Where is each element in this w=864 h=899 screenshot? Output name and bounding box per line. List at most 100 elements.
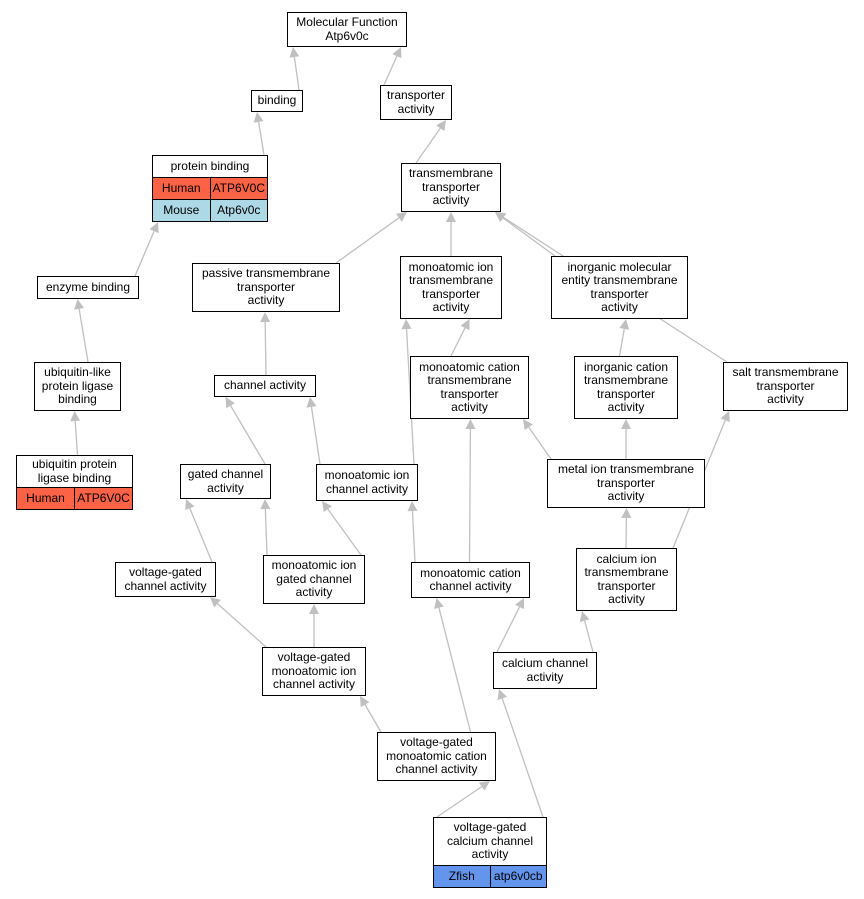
go-term-label: passive transmembrane transporter activi…	[201, 266, 331, 308]
go-term-ion-channel[interactable]: monoatomic ion channel activity	[316, 464, 418, 501]
edge-line	[438, 607, 472, 733]
go-term-tm-transporter[interactable]: transmembrane transporter activity	[401, 163, 501, 212]
go-term-mf[interactable]: Molecular Function Atp6v0c	[287, 12, 407, 47]
edge-line	[618, 328, 625, 357]
go-term-label: monoatomic cation channel activity	[420, 565, 521, 593]
go-term-label: monoatomic ion channel activity	[324, 468, 410, 496]
edge-line	[415, 127, 441, 164]
edge-line	[230, 405, 266, 465]
gene-cell[interactable]: atp6v0cb	[489, 866, 547, 887]
edge-arrowhead	[497, 689, 507, 701]
go-term-enzyme-binding[interactable]: enzyme binding	[37, 276, 139, 299]
go-term-label: transporter activity	[386, 88, 446, 116]
species-cell: Human	[26, 491, 65, 505]
go-term-cation-channel[interactable]: monoatomic cation channel activity	[411, 562, 530, 598]
edge-line	[134, 230, 155, 277]
go-term-label: protein binding	[170, 158, 250, 173]
edge-arrowhead	[460, 319, 470, 331]
edge-arrowhead	[392, 47, 402, 59]
annotation-row: Zfish atp6v0cb	[434, 865, 546, 887]
edge-arrowhead	[70, 411, 81, 422]
edge-arrowhead	[360, 696, 370, 708]
edge-arrowhead	[225, 397, 235, 409]
edge-arrowhead	[253, 112, 264, 123]
go-term-label: calcium channel activity	[501, 656, 589, 684]
go-term-label: enzyme binding	[45, 279, 131, 294]
edge-line	[257, 121, 265, 156]
go-term-label: binding	[257, 93, 297, 108]
go-term-label: ubiquitin-like protein ligase binding	[41, 365, 114, 407]
edge-arrowhead	[478, 781, 490, 791]
go-term-calcium-tm[interactable]: calcium ion transmembrane transporter ac…	[576, 548, 677, 611]
edge-arrowhead	[621, 419, 631, 429]
annotation-row: Mouse Atp6v0c	[153, 199, 267, 221]
edge-arrowhead	[322, 501, 332, 513]
go-term-passive-tm[interactable]: passive transmembrane transporter activi…	[192, 263, 340, 312]
edge-arrowhead	[465, 419, 476, 430]
edge-line	[411, 510, 416, 563]
go-term-calcium-channel[interactable]: calcium channel activity	[493, 652, 597, 689]
go-term-vg-ion-channel[interactable]: voltage-gated monoatomic ion channel act…	[262, 647, 366, 696]
edge-line	[264, 508, 268, 556]
go-term-label: salt transmembrane transporter activity	[732, 365, 839, 407]
go-term-label: inorganic molecular entity transmembrane…	[561, 259, 678, 314]
go-term-vg-channel[interactable]: voltage-gated channel activity	[115, 562, 216, 597]
edge-arrowhead	[149, 222, 159, 234]
edge-line	[310, 406, 321, 465]
edge-arrowhead	[515, 598, 524, 610]
edge-line	[293, 56, 300, 91]
go-term-ubl-binding[interactable]: ubiquitin-like protein ligase binding	[34, 362, 121, 411]
go-term-label: Molecular Function Atp6v0c	[296, 15, 398, 43]
edge-line	[364, 704, 382, 733]
gene-cell[interactable]: Atp6v0c	[209, 200, 268, 221]
go-term-ion-tm[interactable]: monoatomic ion transmembrane transporter…	[400, 256, 502, 319]
edge-arrowhead	[401, 319, 412, 330]
go-term-inorganic-tm[interactable]: inorganic molecular entity transmembrane…	[551, 256, 688, 319]
go-term-label: channel activity	[223, 378, 307, 393]
edge-line	[327, 508, 362, 556]
edge-arrowhead	[495, 212, 507, 222]
edge-line	[583, 620, 594, 653]
go-term-vg-cation-channel[interactable]: voltage-gated monoatomic cation channel …	[377, 732, 496, 781]
edge-line	[335, 217, 400, 264]
go-term-label: voltage-gated channel activity	[124, 565, 207, 593]
edge-arrowhead	[523, 419, 533, 431]
edge-arrowhead	[74, 299, 85, 310]
go-term-label: gated channel activity	[187, 467, 264, 495]
go-term-metal-tm[interactable]: metal ion transmembrane transporter acti…	[547, 459, 705, 508]
species-cell: Mouse	[163, 203, 200, 217]
gene-cell[interactable]: ATP6V0C	[209, 178, 268, 199]
edge-arrowhead	[436, 120, 446, 132]
go-term-gated-channel[interactable]: gated channel activity	[180, 464, 271, 499]
go-term-label: voltage-gated calcium channel activity	[446, 820, 534, 862]
edge-line	[528, 426, 552, 460]
go-term-label: voltage-gated monoatomic cation channel …	[386, 735, 487, 777]
edge-arrowhead	[579, 611, 590, 622]
go-term-cation-tm[interactable]: monoatomic cation transmembrane transpor…	[410, 356, 529, 419]
edge-arrowhead	[446, 212, 456, 222]
go-term-channel[interactable]: channel activity	[214, 375, 316, 397]
go-term-label: ubiquitin protein ligase binding	[32, 457, 117, 485]
go-term-binding[interactable]: binding	[251, 90, 303, 112]
gene-cell[interactable]: ATP6V0C	[74, 488, 132, 509]
go-term-inorganic-cation-tm[interactable]: inorganic cation transmembrane transport…	[574, 356, 678, 419]
go-term-label: voltage-gated monoatomic ion channel act…	[271, 650, 357, 692]
go-term-ion-gated[interactable]: monoatomic ion gated channel activity	[263, 555, 365, 604]
go-term-salt-tm[interactable]: salt transmembrane transporter activity	[723, 362, 848, 411]
edge-arrowhead	[260, 499, 271, 510]
go-term-transporter[interactable]: transporter activity	[380, 85, 452, 120]
annotation-row: Human ATP6V0C	[17, 487, 132, 509]
edge-arrowhead	[407, 501, 418, 512]
species-cell: Zfish	[448, 869, 475, 883]
species-cell: Human	[161, 181, 201, 195]
edge-arrowhead	[260, 312, 271, 323]
edge-line	[501, 698, 544, 818]
edge-arrowhead	[289, 47, 300, 58]
edge-line	[502, 217, 556, 257]
go-term-label: calcium ion transmembrane transporter ac…	[584, 551, 669, 606]
edge-line	[217, 603, 267, 648]
